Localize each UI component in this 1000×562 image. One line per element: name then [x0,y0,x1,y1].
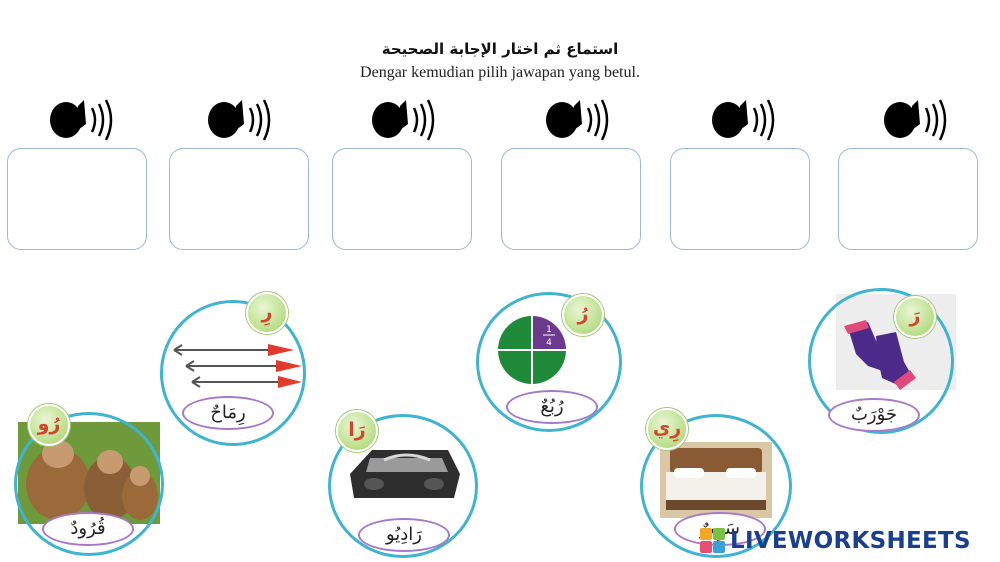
ear-listening-icon[interactable] [46,96,130,148]
ear-listening-icon[interactable] [204,96,288,148]
ear-listening-icon[interactable] [880,96,964,148]
letter-badge: رَا [336,410,378,452]
instruction-malay: Dengar kemudian pilih jawapan yang betul… [360,64,640,81]
answer-box-2[interactable] [169,148,309,250]
card-circle [476,292,622,432]
fraction-denominator: 4 [546,338,552,348]
socks-picture [844,320,916,390]
quarter-circle-picture: 1 4 [498,316,566,384]
answer-box-3[interactable] [332,148,472,250]
card-circle [328,414,478,558]
ear-listening-icon[interactable] [708,96,792,148]
letter-badge: رُ [562,294,604,336]
ear-listening-icon[interactable] [368,96,452,148]
instruction-arabic: استماع ثم اختار الإجابة الصحيحة [381,40,619,58]
letter-badge: رِ [246,292,288,334]
word-card-rimah[interactable]: رِ رِمَاحٌ [158,282,308,446]
word-label: رَادِيُو [358,518,450,552]
liveworksheets-logo-text: LIVEWORKSHEETS [730,528,971,554]
word-card-jawrab[interactable]: رَ جَوْرَبٌ [798,288,964,438]
card-circle [808,288,954,434]
letter-badge: رُو [28,404,70,446]
answer-box-5[interactable] [670,148,810,250]
answer-box-6[interactable] [838,148,978,250]
ear-listening-icon[interactable] [542,96,626,148]
word-label: قُرُودٌ [42,512,134,546]
letter-badge: رَ [894,296,936,338]
card-circle [160,300,306,446]
fraction-numerator: 1 [546,325,552,335]
word-card-radio[interactable]: رَا رَادِيُو [326,404,480,558]
liveworksheets-logo: LIVEWORKSHEETS [700,526,996,556]
answer-box-1[interactable] [7,148,147,250]
word-label: رِمَاحٌ [182,396,274,430]
word-card-sarir[interactable]: رِي سَرِيرٌ [634,404,794,558]
card-circle [14,412,164,556]
word-card-rubu[interactable]: 1 4 رُ رُبُعٌ [468,280,638,434]
word-card-quruud[interactable]: رُو قُرُودٌ [14,398,164,556]
card-circle [640,414,792,558]
word-label: جَوْرَبٌ [828,398,920,432]
answer-box-4[interactable] [501,148,641,250]
liveworksheets-logo-icon [700,528,725,553]
word-label: رُبُعٌ [506,390,598,424]
arrows-picture [173,344,302,388]
letter-badge: رِي [646,408,688,450]
